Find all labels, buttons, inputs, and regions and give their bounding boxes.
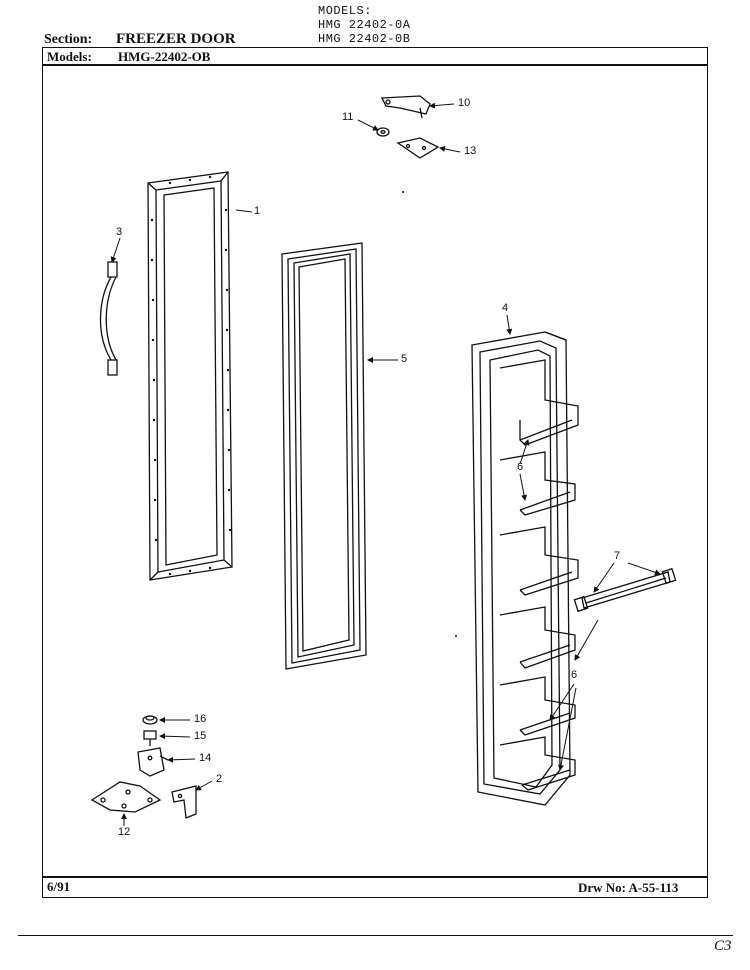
footer-date: 6/91 xyxy=(47,879,71,894)
callout-3: 3 xyxy=(116,226,123,238)
callout-6-upper: 6 xyxy=(517,461,524,473)
shelf-retainer-bar xyxy=(573,567,677,613)
door-liner-frame xyxy=(147,171,233,581)
model-number-a: HMG 22402-0A xyxy=(318,18,411,32)
callout-5: 5 xyxy=(401,353,408,365)
model-number-b: HMG 22402-0B xyxy=(318,32,411,46)
bottom-hinge xyxy=(90,781,162,813)
shelf-3 xyxy=(499,526,579,596)
hinge-pin xyxy=(143,730,157,746)
callout-13: 13 xyxy=(464,145,477,157)
callout-11: 11 xyxy=(342,111,354,123)
section-label: Section: xyxy=(44,32,93,47)
bushing-cap xyxy=(142,715,158,725)
callout-10: 10 xyxy=(458,97,471,109)
door-handle xyxy=(99,261,118,376)
shelf-2 xyxy=(499,451,576,516)
page-bottom-rule xyxy=(18,935,733,936)
lower-hinge-bracket xyxy=(137,747,169,777)
callout-1: 1 xyxy=(254,205,261,217)
hinge-spacer xyxy=(171,785,197,819)
shelf-assembly xyxy=(471,331,579,806)
hinge-plate xyxy=(396,137,440,159)
callout-6-lower: 6 xyxy=(571,669,578,681)
callout-14: 14 xyxy=(199,752,212,764)
leader-lines xyxy=(110,102,661,826)
shelf-5 xyxy=(499,676,576,736)
models-label: Models: xyxy=(47,49,92,64)
section-value: FREEZER DOOR xyxy=(116,31,236,47)
page-mark: C3 xyxy=(714,938,732,954)
callout-2: 2 xyxy=(216,773,223,785)
door-gasket xyxy=(281,242,367,670)
callout-4: 4 xyxy=(502,302,509,314)
footer-rule xyxy=(42,876,708,878)
drawing-number: Drw No: A-55-113 xyxy=(578,880,679,895)
drawing-frame xyxy=(42,47,708,898)
shelf-4 xyxy=(499,606,576,669)
callout-12: 12 xyxy=(118,826,131,838)
top-hinge xyxy=(380,95,431,119)
models-heading: MODELS: xyxy=(318,4,372,18)
callout-7: 7 xyxy=(614,550,621,562)
header-rule xyxy=(42,64,708,66)
callout-16: 16 xyxy=(194,713,207,725)
callout-15: 15 xyxy=(194,730,207,742)
shelf-1 xyxy=(499,359,579,446)
hinge-washer xyxy=(376,127,390,137)
shelf-6 xyxy=(499,736,576,791)
models-value: HMG-22402-OB xyxy=(118,49,211,64)
